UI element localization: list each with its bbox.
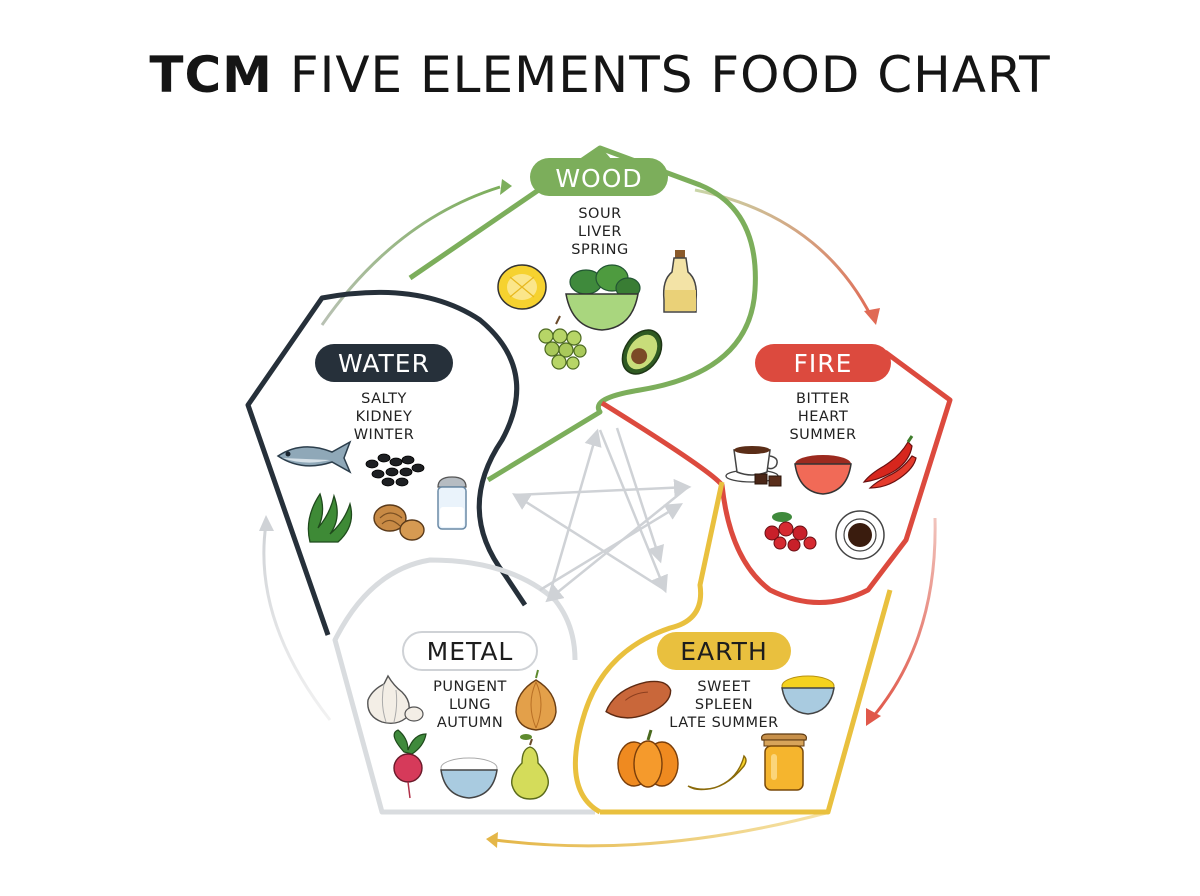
- earth-season: LATE SUMMER: [669, 715, 778, 731]
- star-line-5: [546, 428, 602, 601]
- spice-bowl-icon: [794, 455, 852, 495]
- walnuts-icon: [373, 504, 425, 541]
- grapes-icon: [538, 315, 587, 370]
- fish-icon: [276, 440, 352, 474]
- cycle-arrow-water-wood: [320, 185, 501, 326]
- fire-flavor: BITTER: [796, 391, 850, 407]
- metal-panel-outline: [332, 557, 595, 815]
- cycle-arrow-wood-fire: [694, 188, 874, 319]
- cycle-arrowhead-water-wood: [500, 179, 512, 195]
- earth-panel-outline: [572, 481, 893, 815]
- banana-icon: [687, 754, 747, 791]
- fire-pill: [755, 344, 891, 382]
- earth-name: EARTH: [680, 637, 768, 666]
- honey-jar-icon: [761, 733, 807, 791]
- metal-pill: [402, 631, 538, 671]
- radish-icon: [393, 729, 427, 799]
- star-line-2: [512, 493, 666, 592]
- earth-flavor: SWEET: [697, 679, 750, 695]
- metal-season: AUTUMN: [437, 715, 503, 731]
- wood-organ: LIVER: [578, 224, 622, 240]
- earth-organ: SPLEEN: [695, 697, 753, 713]
- star-line-6: [615, 427, 664, 564]
- chocolate-icon: [754, 473, 782, 487]
- cycle-arrowhead-earth-metal: [486, 832, 498, 848]
- fire-panel-outline: [600, 349, 953, 605]
- wood-flavor: SOUR: [578, 206, 621, 222]
- element-earth: EARTH SWEET SPLEEN LATE SUMMER: [605, 632, 835, 791]
- element-water: WATER SALTY KIDNEY WINTER: [276, 344, 467, 543]
- wood-panel-outline: [408, 145, 758, 483]
- pumpkin-icon: [617, 729, 679, 788]
- cycle-arrowhead-wood-fire: [864, 308, 880, 325]
- water-season: WINTER: [354, 427, 415, 443]
- fire-name: FIRE: [794, 349, 853, 378]
- earth-pill: [657, 632, 791, 670]
- outer-cycle: [259, 179, 937, 848]
- title-rest: FIVE ELEMENTS FOOD CHART: [289, 46, 1051, 104]
- garlic-icon: [367, 674, 424, 725]
- fire-season: SUMMER: [789, 427, 856, 443]
- water-pill: [315, 344, 453, 382]
- page-title: TCM FIVE ELEMENTS FOOD CHART: [0, 46, 1200, 104]
- wood-season: SPRING: [571, 242, 628, 258]
- metal-organ: LUNG: [449, 697, 491, 713]
- star-line-3: [514, 478, 692, 497]
- lemon-icon: [497, 264, 547, 310]
- cycle-arrow-earth-metal: [494, 810, 831, 848]
- water-flavor: SALTY: [361, 391, 407, 407]
- element-metal: METAL PUNGENT LUNG AUTUMN: [367, 631, 557, 800]
- cycle-arrowhead-fire-earth: [866, 708, 881, 726]
- pear-icon: [511, 734, 549, 800]
- berries-icon: [764, 512, 817, 552]
- wood-pill-notch: [588, 146, 612, 160]
- leafy-greens-bowl-icon: [565, 264, 641, 331]
- wood-pill: [530, 158, 668, 196]
- corn-bowl-icon: [781, 675, 835, 715]
- water-name: WATER: [338, 349, 430, 378]
- metal-flavor: PUNGENT: [433, 679, 507, 695]
- seaweed-icon: [307, 492, 353, 543]
- element-fire: FIRE BITTER HEART SUMMER: [725, 344, 917, 560]
- cycle-arrowhead-metal-water: [259, 515, 274, 531]
- element-wood: WOOD SOUR LIVER SPRING: [497, 146, 698, 375]
- star-line-1: [598, 429, 668, 594]
- espresso-icon: [835, 510, 885, 560]
- star-line-7: [539, 503, 683, 592]
- metal-name: METAL: [427, 637, 514, 666]
- chili-peppers-icon: [862, 435, 917, 489]
- sweet-potato-icon: [605, 680, 672, 719]
- onion-icon: [515, 669, 557, 731]
- black-beans-icon: [365, 453, 425, 487]
- water-organ: KIDNEY: [356, 409, 413, 425]
- control-star: [512, 427, 692, 603]
- title-bold: TCM: [149, 46, 273, 104]
- fire-organ: HEART: [798, 409, 848, 425]
- wood-name: WOOD: [555, 164, 642, 193]
- salt-shaker-icon: [437, 476, 467, 530]
- rice-bowl-icon: [440, 757, 498, 799]
- avocado-icon: [621, 329, 663, 375]
- oil-bottle-icon: [662, 250, 698, 313]
- water-panel-outline: [245, 289, 528, 636]
- cycle-arrow-metal-water: [262, 523, 332, 721]
- cycle-arrow-fire-earth: [870, 517, 937, 719]
